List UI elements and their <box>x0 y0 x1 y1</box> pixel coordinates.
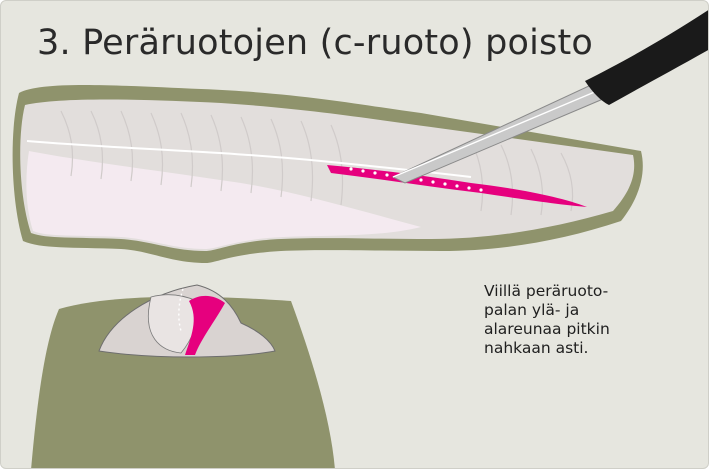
instruction-caption: Viillä peräruoto- palan ylä- ja alareuna… <box>484 282 634 358</box>
caption-line: Viillä peräruoto- <box>484 282 634 301</box>
caption-line: alareunaa pitkin <box>484 320 634 339</box>
page-title: 3. Peräruotojen (c-ruoto) poisto <box>37 23 593 63</box>
caption-line: nahkaan asti. <box>484 339 634 358</box>
caption-line: palan ylä- ja <box>484 301 634 320</box>
